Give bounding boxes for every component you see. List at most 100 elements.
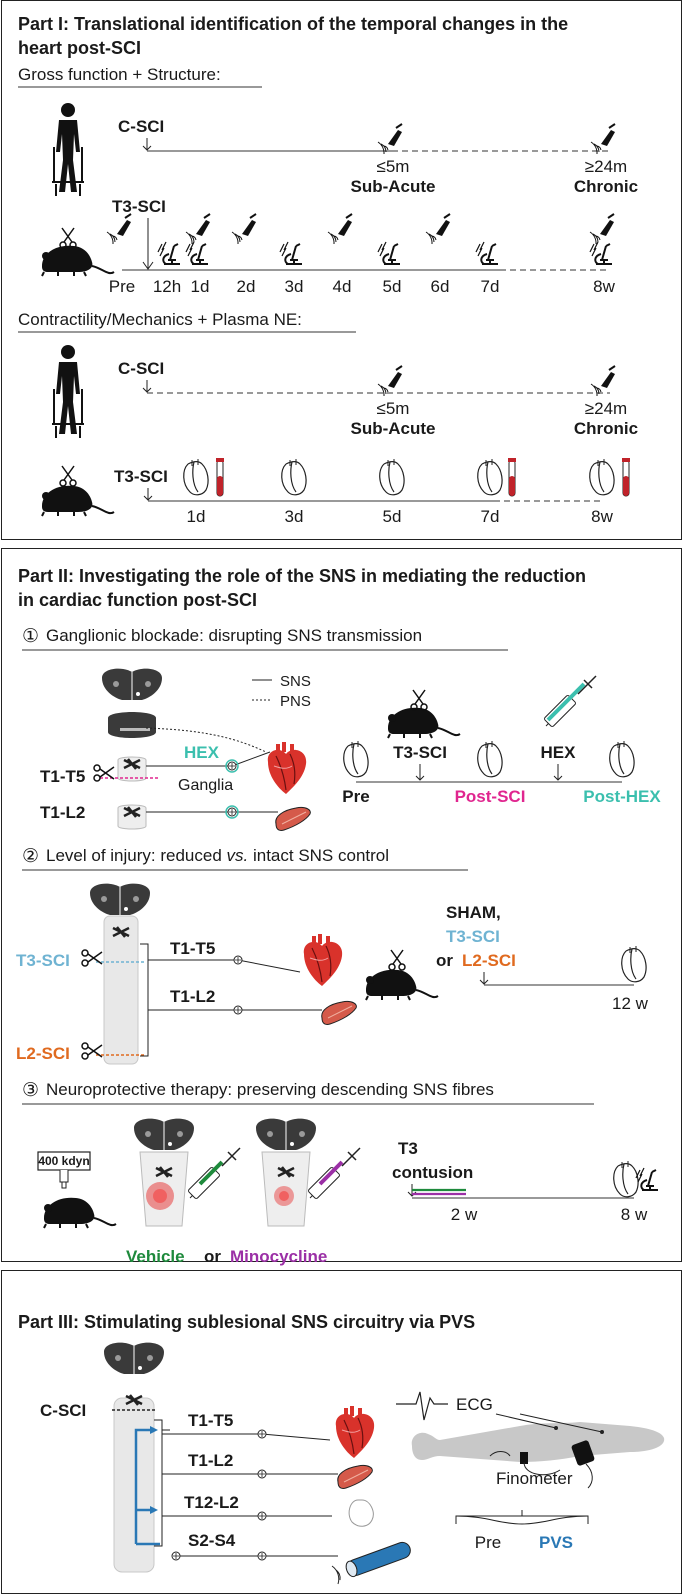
microscope-icon bbox=[589, 241, 613, 265]
part1-title-line1: Part I: Translational identification of … bbox=[18, 14, 568, 34]
cervical-section-icon bbox=[108, 712, 156, 738]
ultrasound-probe-icon bbox=[590, 365, 616, 397]
heart-outline-icon bbox=[477, 458, 503, 496]
t3sci-arrow-icon bbox=[143, 488, 153, 501]
level2-t1l2-label: T1-L2 bbox=[170, 987, 215, 1006]
reclined-human-icon bbox=[411, 1422, 665, 1462]
rat-icon bbox=[41, 244, 115, 277]
level-t1l2-label: T1-L2 bbox=[40, 803, 85, 822]
group-or-label: or bbox=[436, 951, 453, 970]
contractility-timepoint-label: 7d bbox=[481, 507, 500, 526]
microscope-icon bbox=[635, 1167, 659, 1191]
ganglion-icon bbox=[233, 955, 243, 965]
syringe-icon bbox=[186, 1147, 241, 1201]
gross-timepoint-label: 5d bbox=[383, 277, 402, 296]
sham-label: SHAM, bbox=[446, 903, 501, 922]
vehicle-label: Vehicle bbox=[126, 1247, 185, 1266]
ganglion-icon bbox=[257, 1429, 267, 1439]
organ-icon bbox=[275, 806, 311, 832]
week2-label: 2 w bbox=[451, 1205, 478, 1224]
ultrasound-probe-icon bbox=[327, 213, 353, 245]
t3sci-arrow-icon bbox=[142, 218, 154, 270]
pvs-timeline-brace bbox=[455, 1510, 589, 1524]
t3sci-arrow-icon bbox=[415, 764, 425, 781]
heart-icon bbox=[333, 1404, 377, 1460]
spinal-cord-icon bbox=[103, 915, 139, 1065]
spinal-cord-icon bbox=[113, 1397, 155, 1573]
step2-label: Level of injury: reduced vs. intact SNS … bbox=[46, 846, 389, 865]
gross-timepoint-label: 6d bbox=[431, 277, 450, 296]
step3-label: Neuroprotective therapy: preserving desc… bbox=[46, 1080, 494, 1099]
gross-timepoint-label: 2d bbox=[237, 277, 256, 296]
blood-tube-icon bbox=[507, 457, 517, 497]
scissors-icon bbox=[59, 227, 77, 249]
rat-icon bbox=[43, 1196, 117, 1229]
scissors-icon bbox=[388, 949, 406, 971]
hex-arrow-icon bbox=[553, 764, 563, 781]
brainstem-icon bbox=[103, 1342, 165, 1375]
contractility-timepoint-label: 8w bbox=[591, 507, 613, 526]
ganglia-label: Ganglia bbox=[178, 777, 233, 794]
group-arrow-icon bbox=[479, 972, 489, 985]
scissors-icon bbox=[81, 1042, 103, 1060]
ganglion-icon bbox=[227, 807, 237, 817]
heart-icon bbox=[301, 932, 345, 988]
chronic-time-label: ≥24m bbox=[585, 157, 627, 176]
part3-s2s4-label: S2-S4 bbox=[188, 1531, 236, 1550]
blockade-hex-label: HEX bbox=[541, 743, 577, 762]
microscope-icon bbox=[377, 241, 401, 265]
chronic-time-label-2: ≥24m bbox=[585, 399, 627, 418]
heart-outline-icon bbox=[609, 740, 635, 778]
rat-icon bbox=[387, 706, 461, 739]
part3-bracket bbox=[154, 1419, 170, 1547]
rat-icon bbox=[41, 484, 115, 517]
part3-t1l2-label: T1-L2 bbox=[188, 1451, 233, 1470]
hex-label-cord: HEX bbox=[184, 743, 220, 762]
ultrasound-probe-icon bbox=[185, 213, 211, 245]
brainstem-icon bbox=[101, 668, 163, 701]
organ-icon bbox=[337, 1464, 373, 1490]
part3-t1t5-label: T1-T5 bbox=[188, 1411, 233, 1430]
syringe-icon bbox=[542, 675, 597, 729]
heart-outline-icon bbox=[343, 740, 369, 778]
ultrasound-probe-icon bbox=[377, 123, 403, 155]
contractility-timepoint-label: 5d bbox=[383, 507, 402, 526]
brainstem-icon bbox=[133, 1118, 195, 1151]
blood-tube-icon bbox=[215, 457, 225, 497]
subacute-label-2: Sub-Acute bbox=[351, 419, 436, 438]
part3-csci-label: C-SCI bbox=[40, 1401, 86, 1420]
rat-icon bbox=[365, 968, 439, 1001]
heart-outline-icon bbox=[621, 945, 647, 983]
scissors-icon bbox=[59, 465, 77, 487]
part1-section-contractility: Contractility/Mechanics + Plasma NE: bbox=[18, 310, 302, 329]
week12-label: 12 w bbox=[612, 994, 649, 1013]
csci-arrow-icon bbox=[142, 380, 152, 393]
microscope-icon bbox=[475, 241, 499, 265]
scissors-icon-magenta bbox=[410, 689, 428, 711]
vibrator-icon bbox=[345, 1541, 411, 1578]
gross-timepoint-label: 7d bbox=[481, 277, 500, 296]
gross-timepoint-label: 8w bbox=[593, 277, 615, 296]
ultrasound-probe-icon bbox=[589, 213, 615, 245]
sns-fiber-heart bbox=[148, 959, 301, 973]
sns-fiber-heart bbox=[162, 1433, 331, 1441]
blockade-post-sci-label: Post-SCI bbox=[455, 787, 526, 806]
finometer-label: Finometer bbox=[496, 1469, 573, 1488]
microscope-icon bbox=[157, 241, 181, 265]
week8-label: 8 w bbox=[621, 1205, 648, 1224]
contractility-timepoint-label: 1d bbox=[187, 507, 206, 526]
human-csci-label-2: C-SCI bbox=[118, 359, 164, 378]
t3-label: T3 bbox=[398, 1139, 418, 1158]
ganglion-icon bbox=[257, 1551, 267, 1561]
treatment-or-label: or bbox=[204, 1247, 221, 1266]
part2-title-line2: in cardiac function post-SCI bbox=[18, 590, 257, 610]
ultrasound-probe-icon bbox=[231, 213, 257, 245]
part3-title: Part III: Stimulating sublesional SNS ci… bbox=[18, 1312, 475, 1332]
heart-outline-icon bbox=[183, 458, 209, 496]
heart-outline-icon bbox=[589, 458, 615, 496]
chronic-label-2: Chronic bbox=[574, 419, 638, 438]
level2-t1t5-label: T1-T5 bbox=[170, 939, 215, 958]
chronic-label: Chronic bbox=[574, 177, 638, 196]
ganglion-icon bbox=[257, 1511, 267, 1521]
